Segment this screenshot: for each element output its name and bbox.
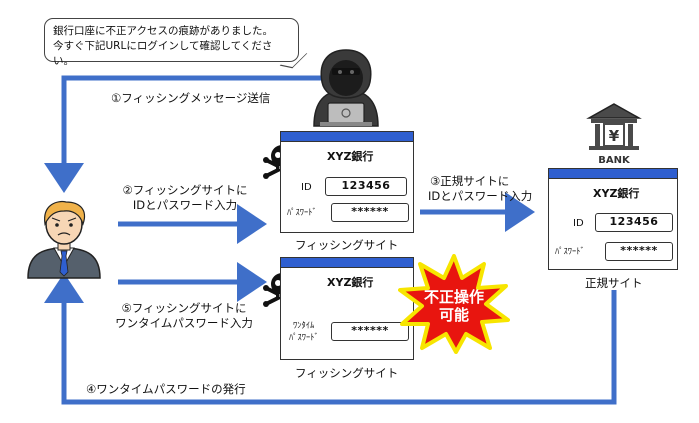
legit-site-caption: 正規サイト [585, 276, 643, 290]
otp-field[interactable]: ****** [331, 322, 409, 341]
victim-person-icon [27, 200, 101, 279]
legit-site-window: XYZ銀行 ID 123456 ﾊﾟｽﾜｰﾄﾞ ****** [548, 168, 678, 270]
burst-line1: 不正操作 [424, 288, 484, 306]
id-label: ID [301, 182, 312, 193]
step1-label: ①フィッシングメッセージ送信 [111, 91, 271, 105]
step5-label-line1: ⑤フィッシングサイトに [121, 301, 247, 315]
id-label: ID [573, 218, 584, 229]
password-label: ﾊﾟｽﾜｰﾄﾞ [287, 208, 317, 218]
id-field[interactable]: 123456 [595, 213, 673, 232]
otp-label-line2: ﾊﾟｽﾜｰﾄﾞ [289, 333, 319, 343]
flow-step1-line [44, 75, 323, 193]
bank-name: XYZ銀行 [593, 187, 640, 200]
hacker-icon [313, 49, 379, 127]
step3-label-line2: IDとパスワード入力 [428, 189, 533, 203]
step2-label-line1: ②フィッシングサイトに [122, 183, 248, 197]
step3-label-line1: ③正規サイトに [430, 174, 510, 188]
window-titlebar [281, 132, 413, 142]
bank-yen-symbol: ¥ [609, 127, 620, 145]
bank-label: BANK [598, 155, 631, 166]
step2-label-line2: IDとパスワード入力 [132, 198, 238, 212]
step5-label: ⑤フィッシングサイトに ワンタイムパスワード入力 [104, 301, 264, 331]
step3-label: ③正規サイトに IDとパスワード入力 [428, 174, 532, 204]
phishing-site-2-caption: フィッシングサイト [295, 366, 399, 380]
window-titlebar [281, 258, 413, 268]
otp-label-line1: ﾜﾝﾀｲﾑ [293, 321, 315, 331]
phishing-site-window-2: XYZ銀行 ﾜﾝﾀｲﾑ ﾊﾟｽﾜｰﾄﾞ ****** [280, 257, 414, 360]
flow-step4-line [44, 273, 617, 405]
id-field[interactable]: 123456 [325, 177, 407, 196]
password-label: ﾊﾟｽﾜｰﾄﾞ [555, 247, 585, 257]
step5-label-line2: ワンタイムパスワード入力 [115, 316, 253, 330]
window-titlebar [549, 169, 677, 179]
burst-line2: 可能 [439, 306, 469, 324]
bank-name: XYZ銀行 [327, 276, 374, 289]
bubble-line2: 今すぐ下記URLにログインして確認してください。 [53, 40, 273, 67]
bubble-line1: 銀行口座に不正アクセスの痕跡がありました。 [53, 25, 273, 37]
phishing-site-window-1: XYZ銀行 ID 123456 ﾊﾟｽﾜｰﾄﾞ ****** [280, 131, 414, 233]
bank-name: XYZ銀行 [327, 150, 374, 163]
password-field[interactable]: ****** [605, 242, 673, 261]
password-field[interactable]: ****** [331, 203, 409, 222]
step2-label: ②フィッシングサイトに IDとパスワード入力 [110, 183, 260, 213]
bank-building-icon: ¥ BANK [586, 103, 642, 166]
phishing-message-bubble: 銀行口座に不正アクセスの痕跡がありました。 今すぐ下記URLにログインして確認し… [44, 18, 299, 67]
step4-label: ④ワンタイムパスワードの発行 [86, 382, 246, 396]
unauthorized-operation-burst: 不正操作 可能 [398, 254, 510, 354]
phishing-site-1-caption: フィッシングサイト [295, 238, 399, 252]
